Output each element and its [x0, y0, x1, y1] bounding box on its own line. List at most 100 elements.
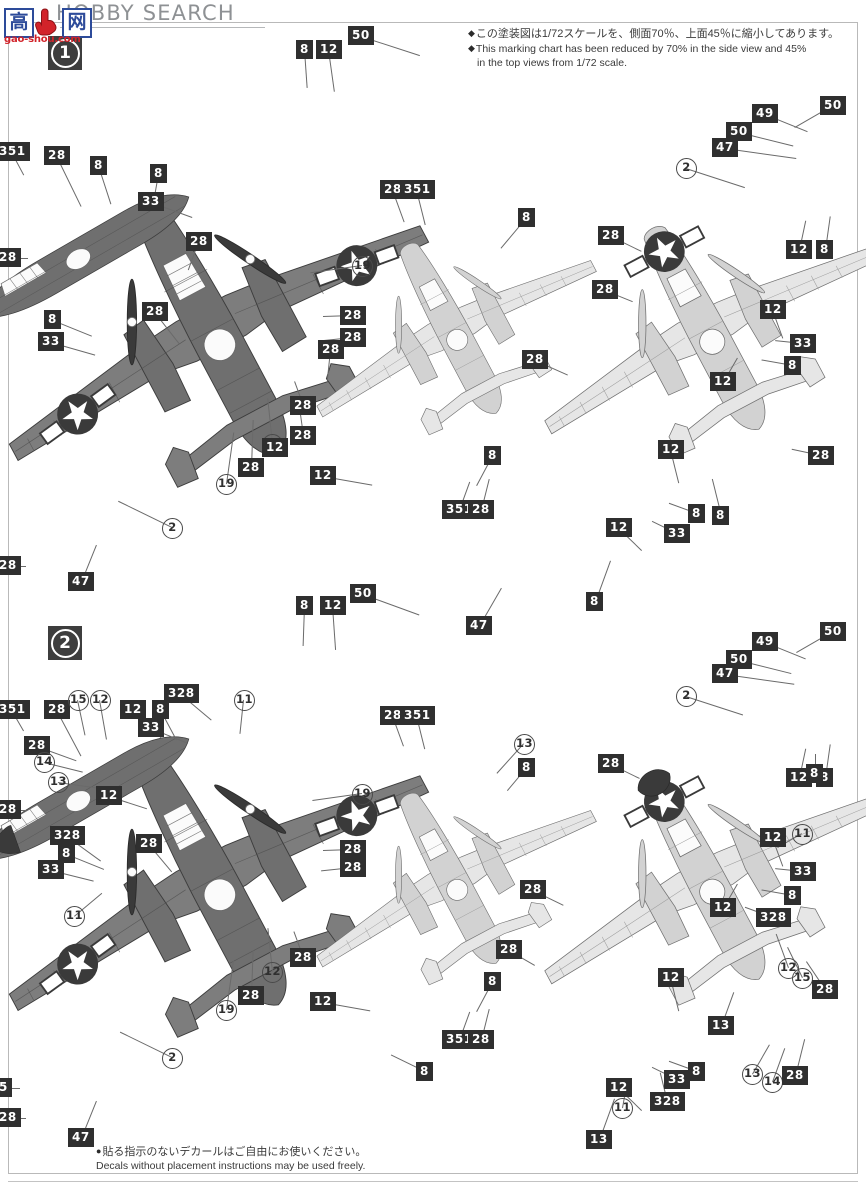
callout-8: 8	[784, 356, 801, 375]
callout-28: 28	[598, 226, 624, 245]
callout-11: 11	[64, 906, 85, 927]
callout-8: 8	[688, 504, 705, 523]
decal-note-line-en: Decals without placement instructions ma…	[96, 1160, 366, 1172]
callout-47: 47	[68, 572, 94, 591]
scheme2-light-sideview	[269, 721, 634, 1037]
scale-note: ◆この塗装図は1/72スケールを、側面70％、上面45％に縮小してあります。 ◆…	[468, 26, 848, 70]
callout-28: 28	[238, 458, 264, 477]
callout-12: 12	[658, 968, 684, 987]
callout-13: 13	[514, 734, 535, 755]
callout-33: 33	[664, 524, 690, 543]
callout-28: 28	[318, 340, 344, 359]
callout-12: 12	[320, 596, 346, 615]
callout-12: 12	[606, 518, 632, 537]
callout-28: 28	[340, 328, 366, 347]
callout-19: 19	[216, 474, 237, 495]
callout-28: 28	[136, 834, 162, 853]
callout-12: 12	[606, 1078, 632, 1097]
callout-28: 28	[0, 800, 21, 819]
callout-33: 33	[664, 1070, 690, 1089]
scheme2-side-profile	[0, 721, 198, 875]
callout-33: 33	[790, 334, 816, 353]
callout-12: 12	[262, 962, 283, 983]
callout-8: 8	[296, 596, 313, 615]
callout-12: 12	[786, 768, 812, 787]
callout-8: 8	[58, 844, 75, 863]
callout-19: 19	[352, 256, 373, 277]
callout-351: 351	[400, 180, 435, 199]
callout-28: 28	[782, 1066, 808, 1085]
watermark-rule	[60, 27, 265, 28]
callout-28: 28	[340, 306, 366, 325]
callout-13: 13	[708, 1016, 734, 1035]
callout-28: 28	[808, 446, 834, 465]
callout-8: 8	[484, 972, 501, 991]
callout-8: 8	[484, 446, 501, 465]
callout-351: 351	[442, 500, 477, 519]
callout-19: 19	[352, 784, 373, 805]
callout-11: 11	[612, 1098, 633, 1119]
callout-2: 2	[676, 686, 697, 707]
callout-12: 12	[710, 898, 736, 917]
callout-28: 28	[468, 500, 494, 519]
callout-47: 47	[466, 616, 492, 635]
note-marker-icon: ◆	[468, 43, 475, 53]
watermark-url: gao-shou.com	[4, 34, 81, 45]
callout-12: 12	[316, 40, 342, 59]
callout-28: 28	[290, 426, 316, 445]
callout-8: 8	[518, 758, 535, 777]
callout-8: 8	[150, 164, 167, 183]
watermark-char-box-1: 高	[4, 8, 34, 38]
callout-50: 50	[350, 584, 376, 603]
note-marker-icon: ●	[96, 1146, 102, 1156]
scheme1-light-sideview	[269, 171, 634, 487]
callout-19: 19	[216, 1000, 237, 1021]
callout-328: 328	[756, 908, 791, 927]
watermark: HOBBY SEARCH 高 网 gao-shou.com	[0, 0, 300, 45]
callout-49: 49	[752, 104, 778, 123]
callout-28: 28	[0, 556, 21, 575]
callout-12: 12	[120, 700, 146, 719]
callout-33: 33	[38, 860, 64, 879]
callout-14: 14	[762, 1072, 783, 1093]
callout-28: 28	[598, 754, 624, 773]
callout-28: 28	[380, 706, 406, 725]
callout-15: 15	[792, 968, 813, 989]
pointing-hand-icon	[35, 8, 57, 36]
callout-28: 28	[44, 146, 70, 165]
callout-28: 28	[522, 350, 548, 369]
callout-8: 8	[586, 592, 603, 611]
callout-328: 328	[650, 1092, 685, 1111]
scale-note-line-en-1: ◆This marking chart has been reduced by …	[468, 43, 807, 55]
callout-328: 328	[50, 826, 85, 845]
callout-13: 13	[48, 772, 69, 793]
callout-12: 12	[310, 466, 336, 485]
callout-11: 11	[792, 824, 813, 845]
callout-28: 28	[520, 880, 546, 899]
callout-8: 8	[518, 208, 535, 227]
scale-note-line-en-2: in the top views from 1/72 scale.	[477, 57, 627, 69]
callout-28: 28	[0, 248, 21, 267]
callout-12: 12	[760, 300, 786, 319]
callout-12: 12	[760, 828, 786, 847]
step-badge-2-number: 2	[50, 628, 80, 658]
callout-351: 351	[400, 706, 435, 725]
callout-50: 50	[820, 622, 846, 641]
callout-351: 351	[0, 700, 30, 719]
callout-47: 47	[68, 1128, 94, 1147]
callout-8: 8	[44, 310, 61, 329]
callout-8: 8	[784, 886, 801, 905]
callout-8: 8	[712, 506, 729, 525]
footer-rule	[8, 1181, 858, 1182]
callout-8: 8	[296, 40, 313, 59]
callout-49: 49	[752, 632, 778, 651]
callout-13: 13	[742, 1064, 763, 1085]
callout-11: 11	[234, 690, 255, 711]
callout-8: 8	[416, 1062, 433, 1081]
callout-28: 28	[468, 1030, 494, 1049]
callout-5: 5	[0, 1078, 12, 1097]
callout-47: 47	[712, 664, 738, 683]
callout-28: 28	[290, 396, 316, 415]
